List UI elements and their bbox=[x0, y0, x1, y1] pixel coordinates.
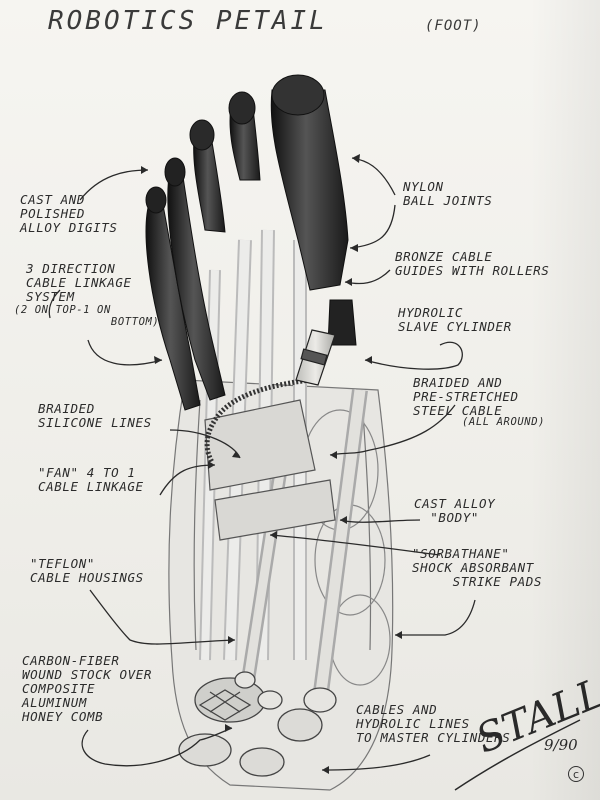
label-fan-linkage: "FAN" 4 TO 1 CABLE LINKAGE bbox=[38, 465, 144, 494]
label-bronze-guides: BRONZE CABLE GUIDES WITH ROLLERS bbox=[395, 249, 550, 278]
label-alloy-digits: CAST AND POLISHED ALLOY DIGITS bbox=[20, 192, 118, 235]
label-cable-system-note: (2 ON TOP-1 ON BOTTOM) bbox=[14, 304, 160, 328]
slave-cylinder bbox=[295, 329, 336, 386]
label-steel-cable: BRAIDED AND PRE-STRETCHED STEEL CABLE bbox=[413, 375, 519, 418]
signature-date: 9/90 bbox=[544, 736, 578, 754]
label-steel-cable-note: (ALL AROUND) bbox=[462, 416, 546, 428]
label-carbon-fiber: CARBON-FIBER WOUND STOCK OVER COMPOSITE … bbox=[22, 653, 153, 724]
label-cable-system: 3 DIRECTION CABLE LINKAGE SYSTEM bbox=[26, 261, 132, 304]
label-nylon-joints: NYLON BALL JOINTS bbox=[403, 179, 493, 208]
alloy-digits bbox=[145, 74, 357, 411]
label-slave-cylinder: HYDROLIC SLAVE CYLINDER bbox=[398, 305, 512, 334]
fan-linkage bbox=[204, 399, 336, 541]
label-silicone-lines: BRAIDED SILICONE LINES bbox=[38, 401, 152, 430]
drawing-subtitle: (FOOT) bbox=[425, 18, 482, 34]
copyright-mark: c bbox=[568, 766, 584, 782]
label-alloy-body: CAST ALLOY "BODY" bbox=[414, 496, 496, 525]
label-strike-pads: "SORBATHANE" SHOCK ABSORBANT STRIKE PADS bbox=[412, 546, 543, 589]
label-teflon-housings: "TEFLON" CABLE HOUSINGS bbox=[30, 556, 144, 585]
heel-cylinders bbox=[178, 671, 337, 777]
drawing-title: ROBOTICS PETAIL bbox=[48, 6, 328, 36]
silicone-line bbox=[204, 377, 311, 464]
label-hydrolic-lines: CABLES AND HYDROLIC LINES TO MASTER CYLI… bbox=[356, 702, 511, 745]
arrowheads bbox=[141, 154, 402, 774]
